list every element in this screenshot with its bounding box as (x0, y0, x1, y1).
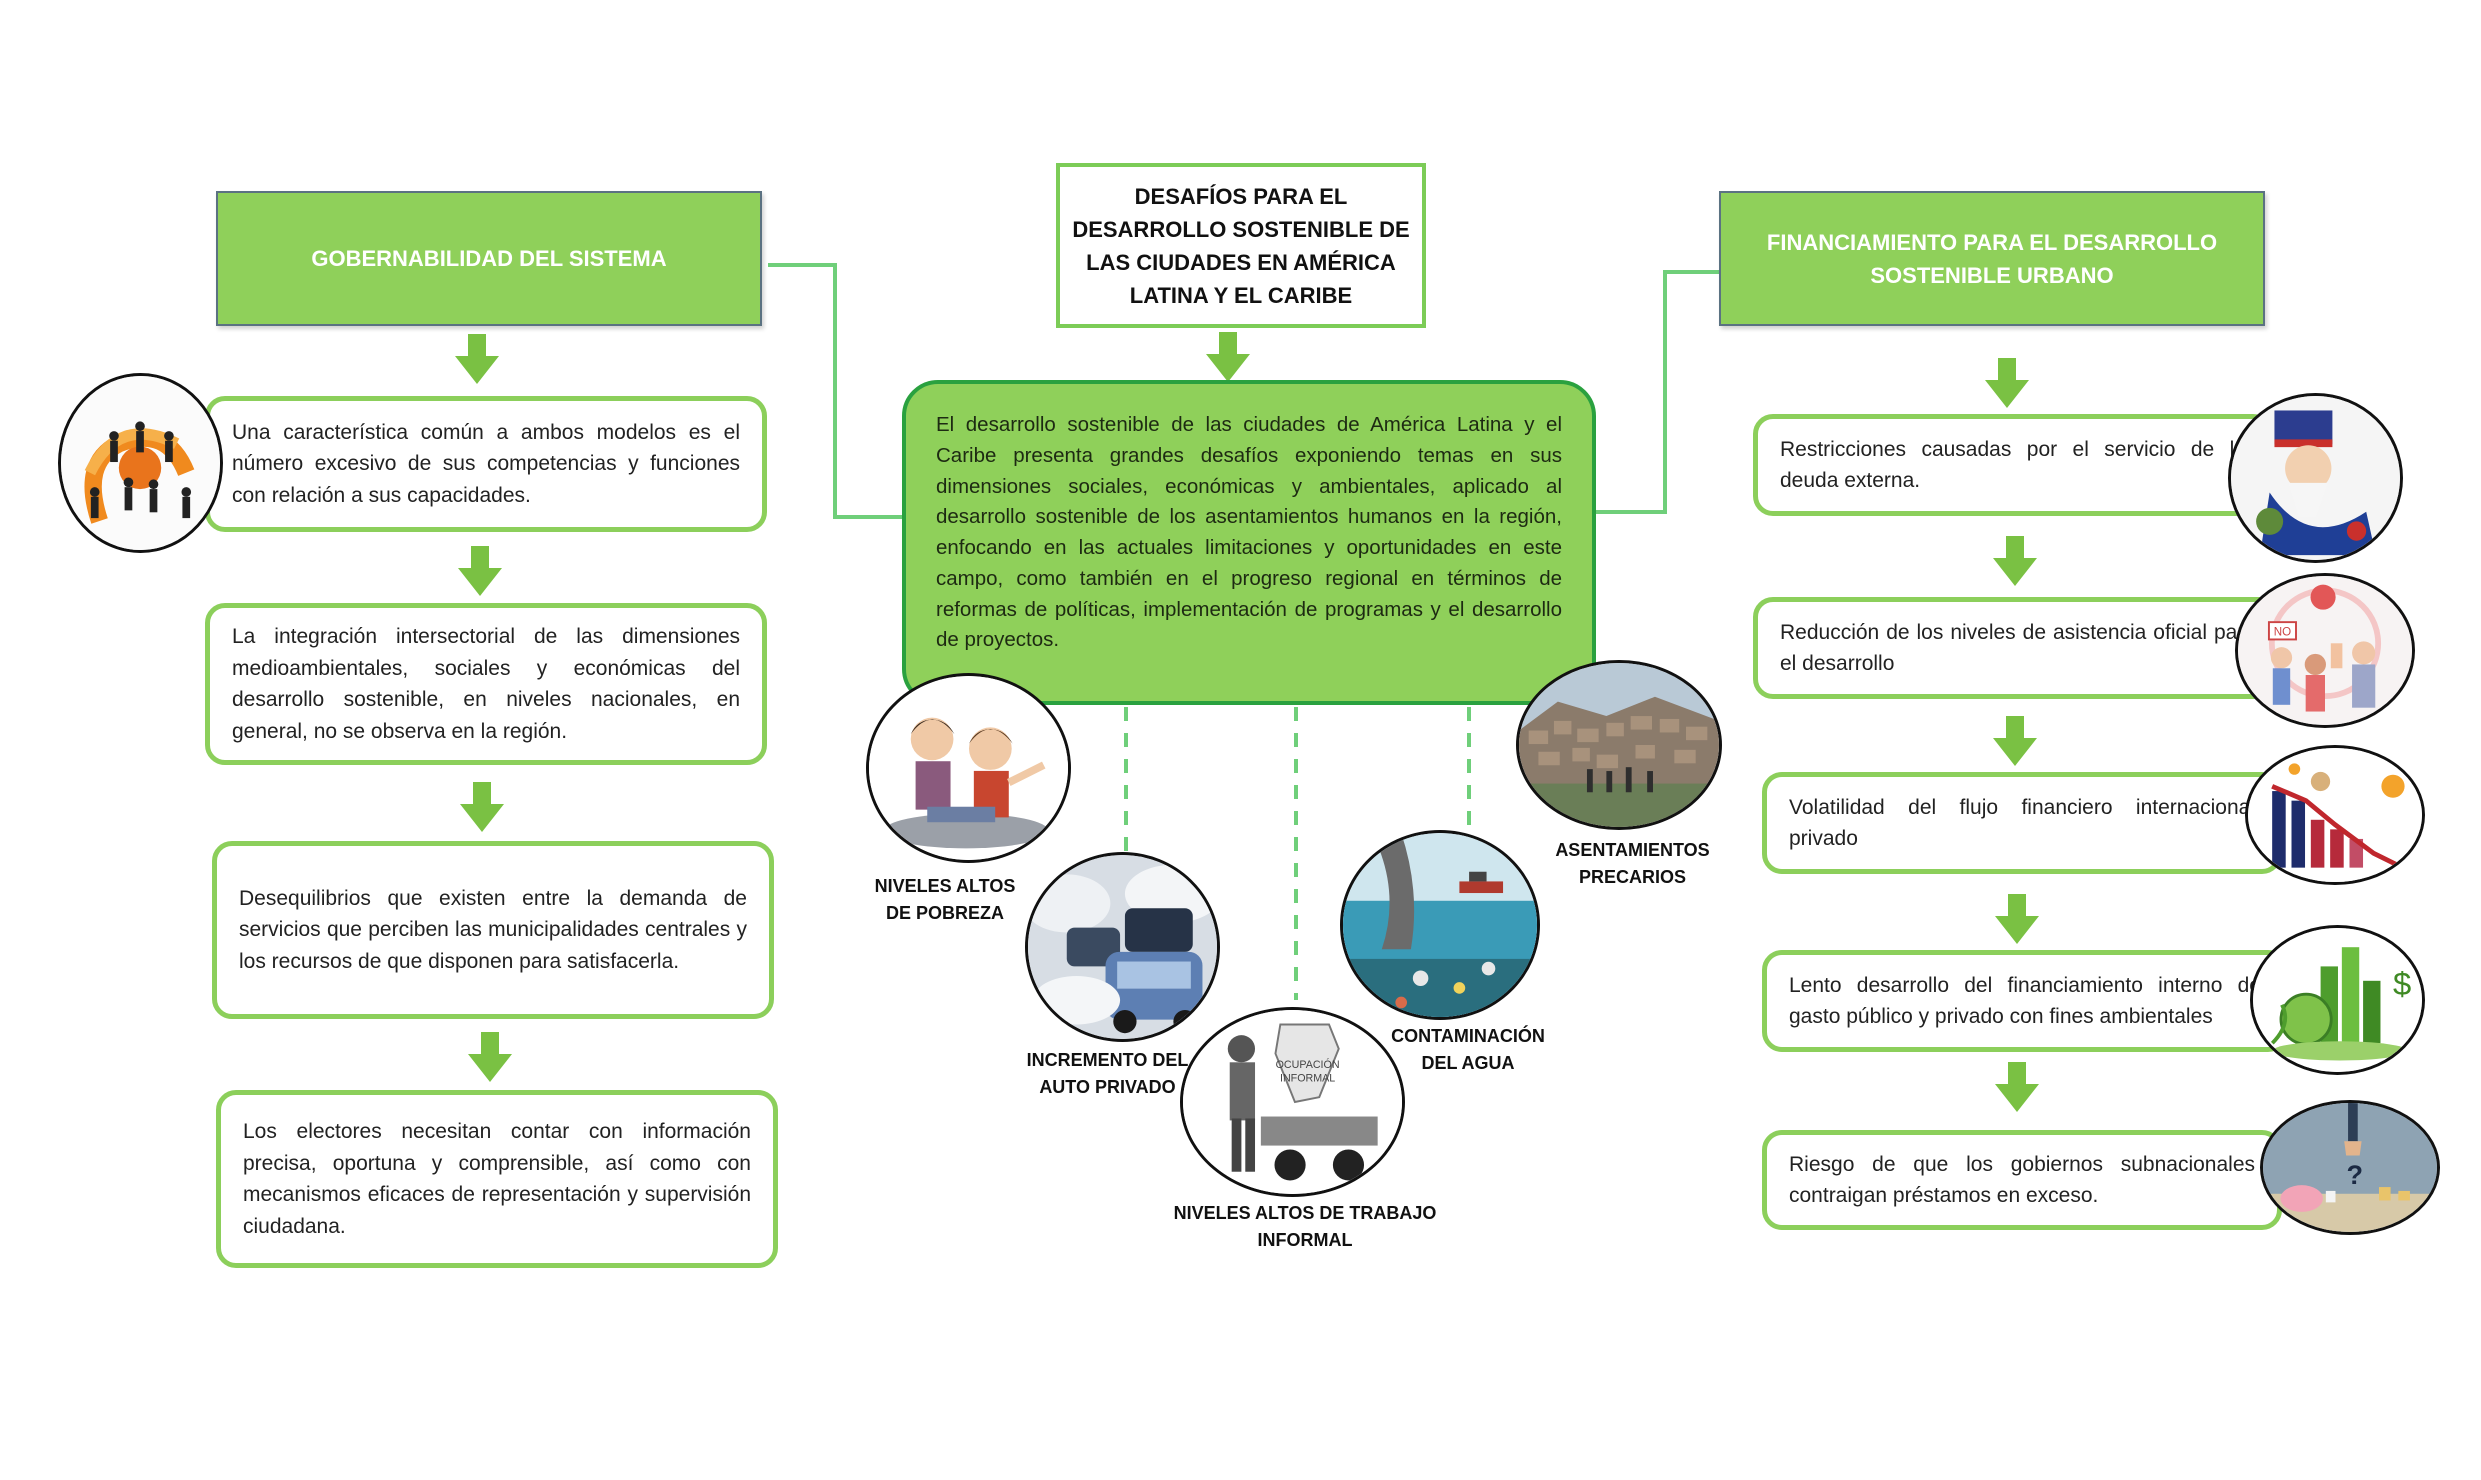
precarious-settlements-image (1516, 660, 1722, 830)
down-arrow (460, 782, 504, 832)
informal-work-image: OCUPACIÓN INFORMAL (1180, 1007, 1405, 1197)
down-arrow (1993, 716, 2037, 766)
right-header: FINANCIAMIENTO PARA EL DESARROLLO SOSTEN… (1719, 191, 2265, 326)
down-arrow (1985, 358, 2029, 408)
caption-private-cars: INCREMENTO DEL AUTO PRIVADO (1026, 1050, 1189, 1097)
aid-refusal-image: NO (2235, 573, 2415, 728)
water-pollution-image (1340, 830, 1540, 1020)
central-title: DESAFÍOS PARA EL DESARROLLO SOSTENIBLE D… (1056, 163, 1426, 328)
left-item-2: La integración intersectorial de las dim… (205, 603, 767, 765)
down-arrow (455, 334, 499, 384)
people-meeting-image (58, 373, 223, 553)
poverty-children-image (866, 673, 1071, 863)
down-arrow (1206, 332, 1250, 382)
connector-left (768, 263, 905, 519)
svg-text:?: ? (2347, 1160, 2364, 1190)
caption-water-pollution: CONTAMINACIÓN DEL AGUA (1391, 1026, 1545, 1073)
down-arrow (458, 546, 502, 596)
green-growth-image: $ (2250, 925, 2425, 1075)
svg-text:INFORMAL: INFORMAL (1280, 1073, 1335, 1085)
left-item-1: Una característica común a ambos modelos… (205, 396, 767, 532)
falling-chart-image (2245, 745, 2425, 885)
debt-cartoon-image (2228, 393, 2403, 563)
svg-text:NO: NO (2274, 627, 2291, 639)
svg-text:$: $ (2393, 965, 2411, 1002)
connector-right (1595, 270, 1727, 514)
svg-text:OCUPACIÓN: OCUPACIÓN (1276, 1058, 1340, 1071)
caption-informal-work: NIVELES ALTOS DE TRABAJO INFORMAL (1173, 1203, 1437, 1250)
right-item-2: Reducción de los niveles de asistencia o… (1753, 597, 2283, 699)
caption-poverty: NIVELES ALTOS DE POBREZA (874, 876, 1016, 923)
down-arrow (1995, 894, 2039, 944)
down-arrow (468, 1032, 512, 1082)
left-header: GOBERNABILIDAD DEL SISTEMA (216, 191, 762, 326)
subnational-loans-image: ? (2260, 1100, 2440, 1235)
central-description: El desarrollo sostenible de las ciudades… (902, 380, 1596, 705)
down-arrow (1995, 1062, 2039, 1112)
right-item-1: Restricciones causadas por el servicio d… (1753, 414, 2273, 516)
left-item-3: Desequilibrios que existen entre la dema… (212, 841, 774, 1019)
caption-settlements: ASENTAMIENTOS PRECARIOS (1555, 840, 1710, 887)
left-item-4: Los electores necesitan contar con infor… (216, 1090, 778, 1268)
central-description-text: El desarrollo sostenible de las ciudades… (936, 413, 1562, 652)
right-item-5: Riesgo de que los gobiernos subnacionale… (1762, 1130, 2282, 1230)
right-item-3: Volatilidad del flujo financiero interna… (1762, 772, 2282, 874)
down-arrow (1993, 536, 2037, 586)
private-cars-image (1025, 852, 1220, 1042)
right-item-4: Lento desarrollo del financiamiento inte… (1762, 950, 2288, 1052)
